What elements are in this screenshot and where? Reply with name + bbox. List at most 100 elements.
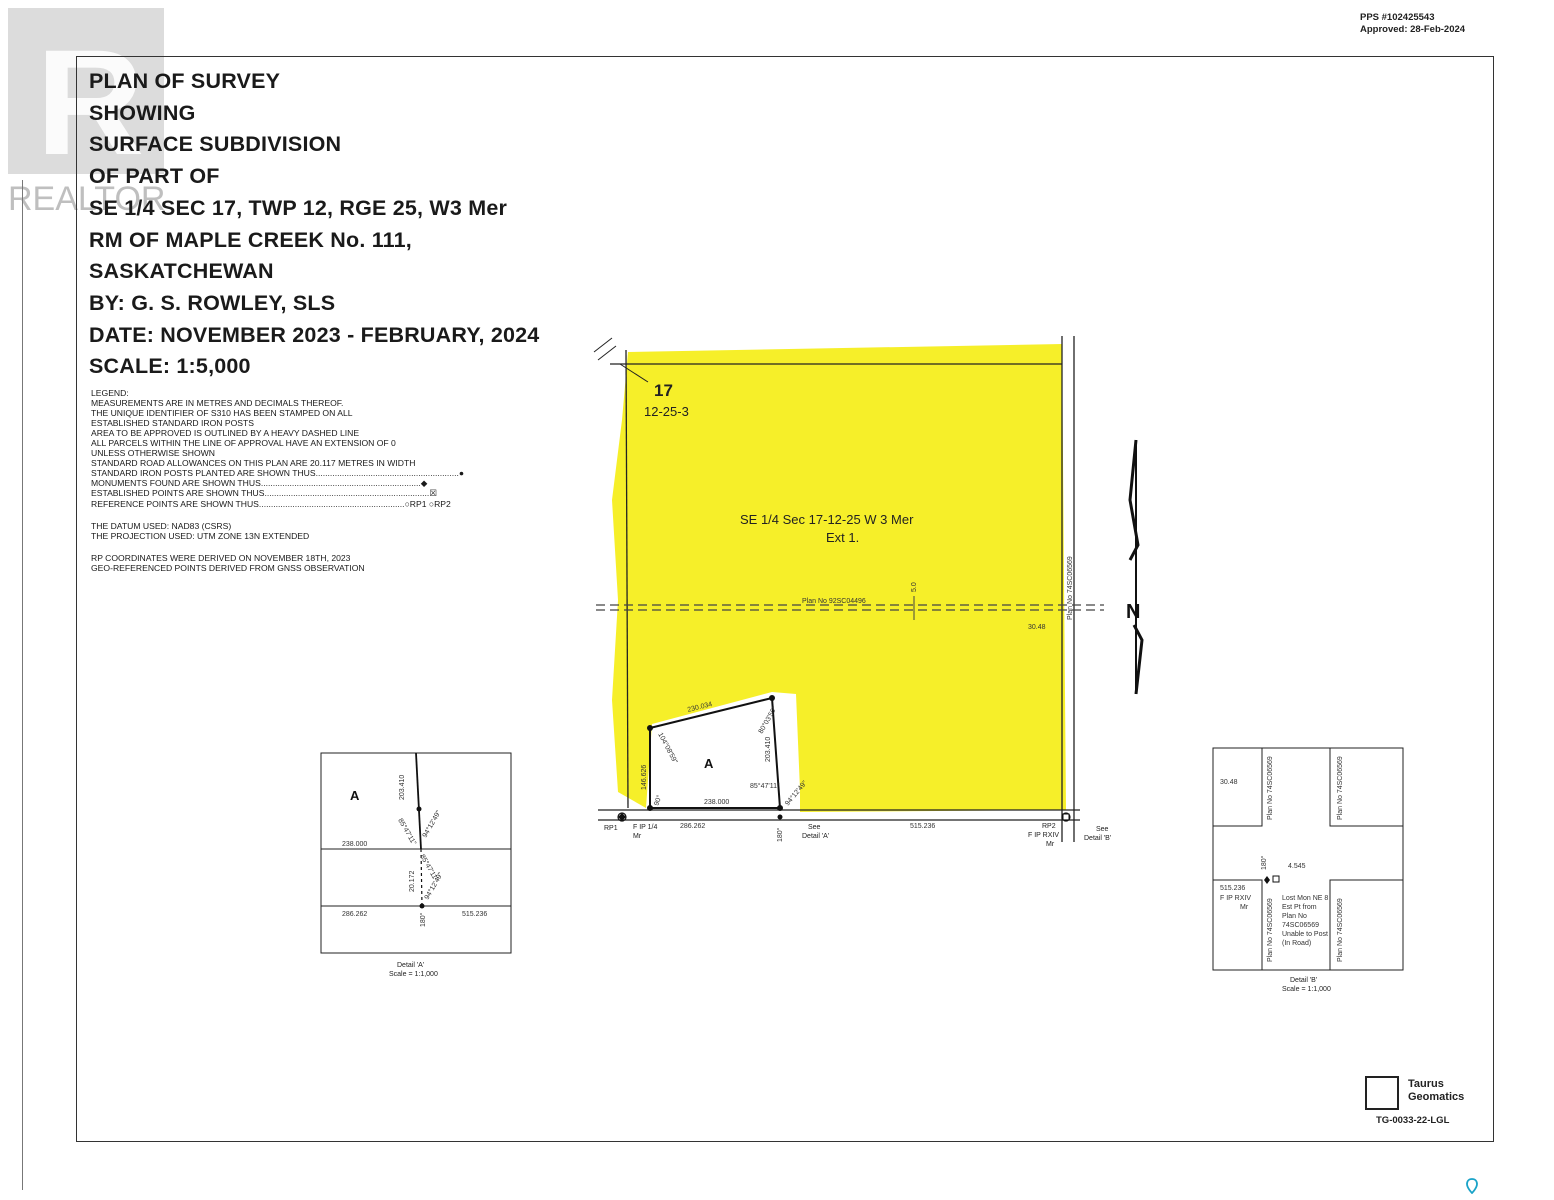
watermark-mark: R	[36, 18, 144, 186]
detail-a-angle: 94°12'49"	[421, 809, 443, 839]
filled-diamond-icon: ◆	[420, 478, 428, 489]
legend-heading: LEGEND:	[91, 388, 129, 398]
rp1-label: RP1	[604, 825, 618, 832]
legend-line: STANDARD ROAD ALLOWANCES ON THIS PLAN AR…	[91, 458, 416, 469]
location-pin-icon[interactable]	[1466, 1178, 1478, 1194]
crossed-square-icon: ☒	[429, 488, 437, 499]
drawing-code: TG-0033-22-LGL	[1376, 1115, 1450, 1126]
see-a-detail: Detail 'A'	[802, 833, 829, 840]
angle-85: 85°47'11"	[750, 782, 780, 790]
open-circle-icon: ○	[404, 498, 410, 509]
detail-b-note: Lost Mon NE 8	[1282, 895, 1328, 902]
title-line: OF PART OF	[89, 164, 220, 189]
fip-rxiv: F IP RXIV	[1028, 832, 1059, 839]
legend-symbol-row: REFERENCE POINTS ARE SHOWN THUS.........…	[91, 498, 451, 509]
company-name: Taurus Geomatics	[1408, 1078, 1465, 1103]
detail-b-fip-mr: Mr	[1240, 904, 1249, 911]
legend-rp-note: RP COORDINATES WERE DERIVED ON NOVEMBER …	[91, 552, 351, 563]
plan-frame	[76, 56, 1494, 1142]
left-margin-rule	[22, 180, 23, 1190]
fip-rxiv-mr: Mr	[1046, 841, 1055, 848]
detail-b-plan: Plan No 74SC06569	[1267, 898, 1274, 962]
fip-quarter-mr: Mr	[633, 833, 642, 840]
legend-projection: THE PROJECTION USED: UTM ZONE 13N EXTEND…	[91, 530, 310, 541]
open-circle-icon: ○	[428, 498, 435, 509]
legend-line: MEASUREMENTS ARE IN METRES AND DECIMALS …	[91, 398, 344, 409]
legend-datum: THE DATUM USED: NAD83 (CSRS)	[91, 520, 232, 531]
detail-b-inset: 30.48 Plan No 74SC06569 Plan No 74SC0656…	[1212, 747, 1404, 993]
see-b: See	[1096, 826, 1109, 833]
title-line: SCALE: 1:5,000	[89, 354, 251, 379]
detail-b-note: Unable to Post	[1282, 931, 1328, 938]
detail-b-caption: Detail 'B'	[1290, 977, 1317, 984]
detail-b-note: Est Pt from	[1282, 904, 1317, 911]
title-line: SURFACE SUBDIVISION	[89, 132, 342, 157]
fip-quarter: F IP 1/4	[633, 824, 657, 831]
detail-a-inset: A 203.410 238.000 85°47'11" 94°12'49" 85…	[320, 752, 512, 978]
detail-b-dim: 30.48	[1220, 779, 1238, 786]
detail-a-scale: Scale = 1:1,000	[389, 971, 438, 978]
detail-a-caption: Detail 'A'	[397, 962, 424, 969]
approval-stamp: PPS #102425543 Approved: 28-Feb-2024	[1360, 12, 1465, 36]
detail-b-plan: Plan No 74SC06569	[1337, 898, 1344, 962]
detail-b-fip: F IP RXIV	[1220, 895, 1251, 902]
detail-b-note: (In Road)	[1282, 940, 1311, 947]
legend-block: LEGEND: MEASUREMENTS ARE IN METRES AND D…	[91, 388, 464, 573]
detail-b-scale: Scale = 1:1,000	[1282, 986, 1331, 993]
north-label: N	[1126, 601, 1140, 623]
dim-146-626: 146.626	[641, 765, 648, 790]
parcel-a-label: A	[704, 756, 714, 771]
legend-symbol-row: ESTABLISHED POINTS ARE SHOWN THUS.......…	[91, 488, 437, 499]
rp2-label: RP2	[1042, 823, 1056, 830]
dim-515-236: 515.236	[910, 823, 935, 830]
title-line: SHOWING	[89, 100, 196, 125]
plan-title-block: PLAN OF SURVEY SHOWING SURFACE SUBDIVISI…	[89, 66, 539, 383]
detail-a-dim: 203.410	[399, 775, 406, 800]
plan-road-width: 5.0	[911, 582, 918, 592]
legend-line: ALL PARCELS WITHIN THE LINE OF APPROVAL …	[91, 438, 396, 449]
detail-b-dim: 4.545	[1288, 863, 1306, 870]
detail-b-angle: 180°	[1260, 855, 1268, 870]
dim-30-48: 30.48	[1028, 624, 1046, 631]
parcel-ext: Ext 1.	[826, 530, 859, 545]
detail-b-note: Plan No	[1282, 913, 1307, 920]
section-code: 12-25-3	[644, 404, 689, 419]
plan-road-label: Plan No 92SC04496	[802, 598, 866, 605]
detail-a-angle: 180°	[419, 912, 427, 927]
dim-286-262: 286.262	[680, 823, 705, 830]
detail-a-dim: 286.262	[342, 911, 367, 918]
title-line: PLAN OF SURVEY	[89, 69, 281, 93]
legend-symbol-row: STANDARD IRON POSTS PLANTED ARE SHOWN TH…	[91, 468, 465, 479]
angle-90: 90°	[652, 794, 663, 807]
legend-line: THE UNIQUE IDENTIFIER OF S310 HAS BEEN S…	[91, 408, 353, 419]
watermark-text: REALTOR	[8, 180, 165, 216]
approved-date: Approved: 28-Feb-2024	[1360, 24, 1466, 35]
highlighted-area	[612, 344, 1066, 812]
dim-238-000: 238.000	[704, 799, 729, 806]
realtor-watermark-logo: R REALTOR	[8, 8, 165, 216]
title-line: DATE: NOVEMBER 2023 - FEBRUARY, 2024	[89, 322, 540, 347]
angle-180: 180°	[776, 827, 784, 842]
filled-circle-icon: ●	[458, 468, 465, 479]
legend-geo-note: GEO-REFERENCED POINTS DERIVED FROM GNSS …	[91, 562, 365, 573]
title-line: RM OF MAPLE CREEK No. 111,	[89, 227, 412, 252]
legend-line: ESTABLISHED STANDARD IRON POSTS	[91, 418, 254, 429]
detail-a-angle: 85°47'11"	[396, 817, 418, 847]
see-b-detail: Detail 'B'	[1084, 835, 1111, 842]
detail-b-plan: Plan No 74SC06569	[1337, 756, 1344, 820]
parcel-a-area	[652, 696, 778, 808]
dim-203-410: 203.410	[765, 737, 772, 762]
legend-line: AREA TO BE APPROVED IS OUTLINED BY A HEA…	[91, 428, 360, 439]
detail-a-parcel: A	[350, 788, 360, 803]
detail-b-note: 74SC06569	[1282, 922, 1319, 929]
detail-a-dim: 515.236	[462, 911, 487, 918]
pps-number: PPS #102425543	[1360, 12, 1435, 23]
plan-east-label: Plan No 74SC06569	[1067, 556, 1074, 620]
detail-b-dim: 515.236	[1220, 885, 1245, 892]
title-line: SE 1/4 SEC 17, TWP 12, RGE 25, W3 Mer	[89, 195, 508, 220]
section-number: 17	[654, 381, 673, 400]
detail-a-dim: 20.172	[409, 870, 416, 892]
parcel-title: SE 1/4 Sec 17-12-25 W 3 Mer	[740, 512, 914, 527]
see-a: See	[808, 824, 821, 831]
